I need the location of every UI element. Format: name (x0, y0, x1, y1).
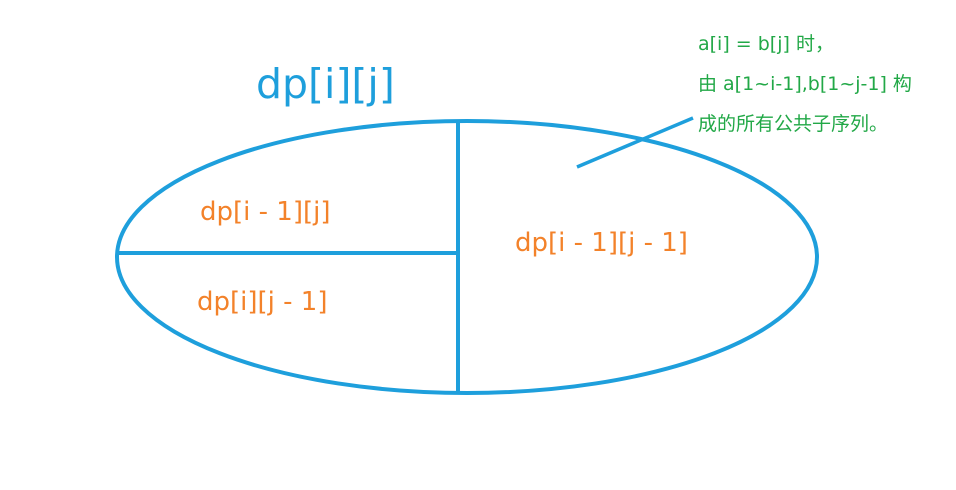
region-label-bottom-left: dp[i][j - 1] (197, 287, 328, 317)
region-label-top-left: dp[i - 1][j] (200, 197, 331, 227)
annotation-note: a[i] = b[j] 时， 由 a[1~i-1],b[1~j-1] 构 成的所… (698, 35, 912, 155)
annotation-line-3: 成的所有公共子序列。 (698, 113, 889, 135)
diagram-title: dp[i][j] (256, 60, 395, 108)
set-ellipse (115, 119, 819, 395)
annotation-pointer (576, 116, 694, 169)
region-label-right: dp[i - 1][j - 1] (515, 228, 688, 258)
annotation-line-2: 由 a[1~i-1],b[1~j-1] 构 (698, 73, 912, 95)
annotation-line-1: a[i] = b[j] 时， (698, 33, 834, 55)
